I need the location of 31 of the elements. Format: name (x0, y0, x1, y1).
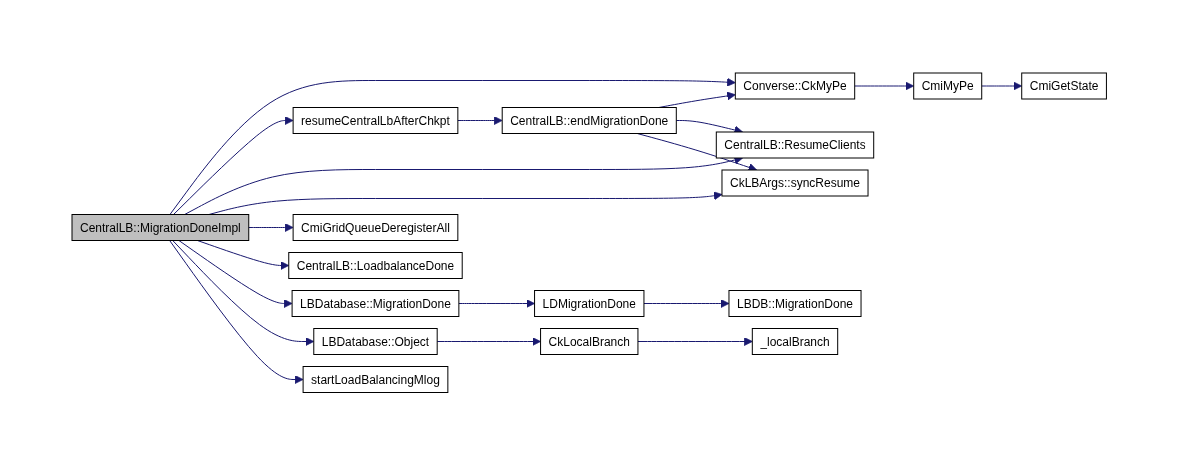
arrow (981, 81, 1023, 91)
arrow (248, 222, 294, 232)
arrow (643, 298, 730, 308)
arrow (637, 336, 753, 346)
arrow (457, 115, 503, 125)
node-box: LDMigrationDone (534, 289, 645, 317)
node-box: LBDatabase::MigrationDone (291, 289, 460, 317)
node-box: startLoadBalancingMlog (302, 365, 449, 393)
arrow (458, 298, 536, 308)
node-box: LBDatabase::Object (313, 327, 438, 355)
node-box: CmiGridQueueDeregisterAll (292, 213, 459, 241)
arrow (169, 239, 304, 384)
node-box: CmiMyPe (913, 72, 983, 100)
arrow (197, 239, 290, 270)
arrow (854, 81, 915, 91)
node-box: LBDB::MigrationDone (728, 289, 862, 317)
arrow (436, 336, 542, 346)
arrow (169, 77, 736, 215)
node-box: _localBranch (752, 327, 839, 355)
arrow (172, 239, 315, 346)
node-box: CentralLB::endMigrationDone (502, 106, 678, 134)
node-box: resumeCentralLbAfterChkpt (292, 106, 459, 134)
arrow (173, 115, 294, 215)
node-box: CentralLB::ResumeClients (716, 131, 875, 159)
arrow (178, 239, 293, 308)
node-box: CkLBArgs::syncResume (721, 169, 869, 197)
node-box: Converse::CkMyPe (735, 72, 856, 100)
node-box: CentralLB::LoadbalanceDone (288, 251, 463, 279)
node-box: CentralLB::MigrationDoneImpl (71, 213, 250, 241)
node-box: CmiGetState (1021, 72, 1108, 100)
node-box: CkLocalBranch (540, 327, 639, 355)
